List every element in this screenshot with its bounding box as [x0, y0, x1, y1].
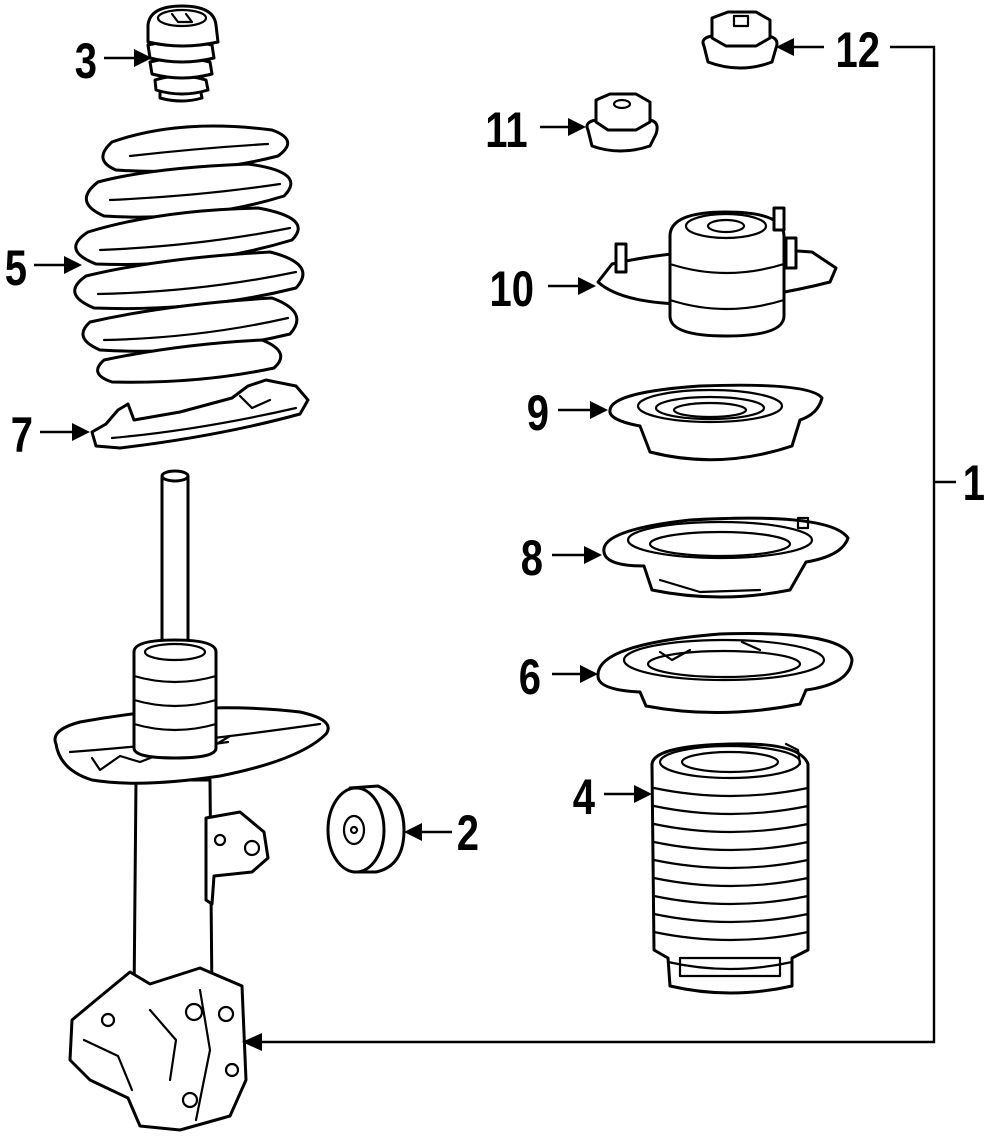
callout-5-label: 5 [5, 240, 27, 296]
callout-1-label: 1 [963, 455, 985, 511]
part-8-upper-seat [602, 516, 850, 599]
callout-labels: 1 2 3 4 5 6 7 8 9 10 11 12 [5, 22, 985, 861]
callout-9-label: 9 [527, 385, 549, 441]
callout-11-arrowhead [568, 118, 586, 136]
callout-10-label: 10 [490, 261, 534, 317]
strut-assembly [53, 469, 330, 1132]
part-5-coil-spring [73, 124, 305, 384]
part-2-bushing [326, 784, 406, 874]
callout-2-label: 2 [457, 805, 479, 861]
part-4-dust-boot [650, 742, 810, 995]
callout-12-label: 12 [836, 22, 880, 78]
callout-1-bracket [258, 45, 936, 1044]
leader-lines [34, 38, 956, 1051]
callout-8-arrowhead [584, 546, 602, 564]
callout-7-label: 7 [11, 407, 33, 463]
part-10-upper-mount [596, 206, 838, 338]
callout-11-label: 11 [485, 102, 527, 158]
callout-12-arrowhead [776, 38, 794, 56]
callout-4-arrowhead [634, 785, 652, 803]
callout-3-label: 3 [75, 33, 97, 89]
part-11-nut [585, 92, 659, 153]
callout-5-arrowhead [64, 256, 82, 274]
callout-6-label: 6 [519, 649, 541, 705]
callout-4-label: 4 [573, 769, 595, 825]
callout-10-arrowhead [578, 277, 596, 295]
part-3-bump-stop [146, 4, 220, 103]
part-12-nut [701, 10, 779, 70]
callout-8-label: 8 [521, 530, 543, 586]
part-6-lower-insulator [596, 632, 854, 715]
callout-6-arrowhead [580, 665, 598, 683]
callout-1-arrowhead [242, 1033, 262, 1051]
callout-3-arrowhead [134, 49, 152, 67]
callout-2-arrowhead [404, 823, 422, 841]
callout-7-arrowhead [72, 423, 90, 441]
callout-9-arrowhead [590, 401, 608, 419]
part-7-spring-insulator [90, 378, 310, 450]
part-9-bearing [608, 383, 824, 462]
